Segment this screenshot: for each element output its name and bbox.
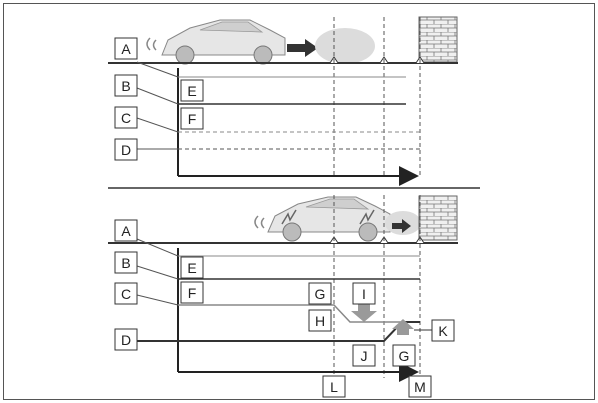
- label-H: H: [315, 313, 325, 329]
- label-B-bottom: B: [121, 255, 130, 271]
- label-I: I: [362, 286, 366, 302]
- label-L: L: [330, 379, 338, 395]
- label-box-B-top: B: [114, 74, 138, 97]
- label-F-bottom: F: [188, 285, 197, 301]
- motion-arrow-icon: [287, 39, 318, 57]
- label-A-bottom: A: [121, 223, 131, 239]
- label-box-D-top: D: [114, 138, 138, 161]
- label-C-top: C: [121, 110, 131, 126]
- increase-arrow-icon: [392, 319, 414, 335]
- label-box-E-top: E: [180, 79, 204, 102]
- label-box-J: J: [352, 344, 376, 367]
- motion-arrow-icon: [392, 219, 411, 233]
- label-box-G-lower: G: [392, 344, 416, 367]
- label-box-A-bottom: A: [114, 219, 138, 242]
- leader-C-top: [136, 117, 179, 133]
- label-box-G-upper: G: [308, 282, 332, 305]
- signal-D-bottom: [137, 321, 420, 342]
- leader-C-bottom: [136, 294, 179, 306]
- label-C-bottom: C: [121, 286, 131, 302]
- signal-C-bottom: [178, 304, 420, 323]
- label-box-H: H: [308, 309, 332, 332]
- label-G-lower: G: [399, 348, 410, 364]
- label-box-E-bottom: E: [180, 256, 204, 279]
- outer-border: [3, 3, 595, 400]
- label-box-D-bottom: D: [114, 328, 138, 351]
- label-K: K: [438, 323, 448, 339]
- leader-B-top: [136, 87, 179, 105]
- label-box-L: L: [322, 375, 346, 398]
- label-J: J: [361, 348, 368, 364]
- label-E-bottom: E: [187, 260, 196, 276]
- leader-A-top: [136, 61, 179, 78]
- label-F-top: F: [188, 111, 197, 127]
- label-G-upper: G: [315, 286, 326, 302]
- label-box-I: I: [352, 282, 376, 305]
- brick-wall-icon: [418, 195, 458, 241]
- label-A-top: A: [121, 41, 131, 57]
- label-box-F-bottom: F: [180, 281, 204, 304]
- brick-wall-icon: [418, 16, 458, 63]
- label-box-K: K: [431, 319, 455, 342]
- leader-B-bottom: [136, 265, 179, 280]
- label-box-B-bottom: B: [114, 251, 138, 274]
- label-box-M: M: [408, 375, 432, 398]
- label-D-bottom: D: [121, 332, 131, 348]
- label-box-A-top: A: [114, 37, 138, 60]
- label-box-F-top: F: [180, 107, 204, 130]
- car-icon: [254, 196, 391, 242]
- sensor-glow: [315, 28, 375, 64]
- decrease-arrow-icon: [351, 304, 377, 322]
- label-D-top: D: [121, 142, 131, 158]
- label-E-top: E: [187, 83, 196, 99]
- label-B-top: B: [121, 78, 130, 94]
- label-box-C-top: C: [114, 106, 138, 129]
- label-box-C-bottom: C: [114, 282, 138, 305]
- leader-A-bottom: [136, 238, 179, 257]
- label-M: M: [414, 379, 426, 395]
